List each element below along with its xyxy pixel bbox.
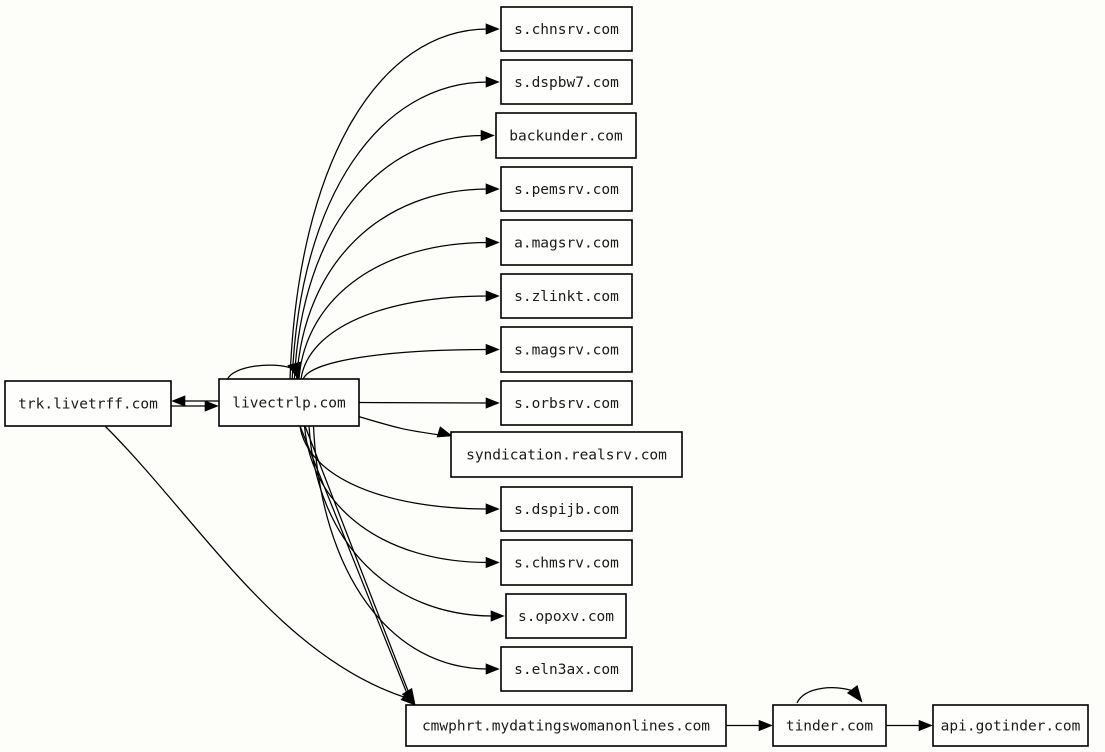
node-box[interactable] [500,380,633,426]
edge-tinder-self-loop [796,687,854,704]
node-box[interactable] [500,273,633,319]
node-box[interactable] [500,646,633,692]
graph-node[interactable]: trk.livetrff.com [4,380,172,427]
node-box[interactable] [495,112,637,159]
graph-node[interactable]: s.zlinkt.com [500,273,633,319]
edge-livectrlp-to-s.zlinkt.com [300,295,489,380]
graph-node[interactable]: tinder.com [772,704,887,747]
node-box[interactable] [500,219,633,266]
node-box[interactable] [772,704,887,747]
edge-livectrlp-to-s.pemsrv.com [295,188,489,380]
graph-node[interactable]: backunder.com [495,112,637,159]
edge-livectrlp-to-s.dspbw7.com [291,81,489,380]
edge-livectrlp-to-s.magsrv.com [302,348,489,380]
edge-arrowhead [485,236,500,249]
edge-livectrlp-to-s.orbsrv.com [358,401,489,404]
node-label: syndication.realsrv.com [466,448,667,464]
node-box[interactable] [218,378,360,427]
edge-livectrlp-to-backunder.com [293,134,484,380]
node-label: s.dspbw7.com [514,75,619,91]
node-box[interactable] [500,326,633,373]
edge-arrowhead [171,395,186,407]
graph-node[interactable]: s.orbsrv.com [500,380,633,426]
edge-trk-to-cmwphrt [104,425,411,700]
edge-arrowhead [480,129,495,142]
graph-node[interactable]: a.magsrv.com [500,219,633,266]
node-box[interactable] [450,431,683,478]
edge-arrowhead [758,719,773,732]
graph-node[interactable]: api.gotinder.com [932,704,1089,747]
edge-arrowhead [490,610,505,622]
node-label: s.zlinkt.com [514,289,619,305]
edge-arrowhead [485,556,500,569]
node-label: s.dspijb.com [514,502,619,518]
edge-arrowhead [400,691,416,706]
node-label: s.opoxv.com [518,609,614,625]
edges-layer [104,23,933,732]
node-label: s.orbsrv.com [514,396,619,412]
edge-livectrlp-to-s.eln3ax.com [312,425,489,670]
edge-livectrlp-to-cmwphrt [304,425,411,697]
node-label: livectrlp.com [232,396,346,412]
graph-node[interactable]: s.chmsrv.com [500,539,633,586]
edge-arrowhead [287,361,302,381]
graph-node[interactable]: s.dspijb.com [500,486,633,532]
graph-node[interactable]: syndication.realsrv.com [450,431,683,478]
node-label: s.chmsrv.com [514,556,619,572]
node-label: s.pemsrv.com [514,182,619,198]
node-box[interactable] [500,59,633,105]
edge-livectrlp-to-s.opoxv.com [308,425,494,617]
edge-livectrlp-to-s.chnsrv.com [289,28,489,380]
node-label: trk.livetrff.com [18,397,158,413]
node-label: a.magsrv.com [514,236,619,252]
edge-livectrlp-to-s.chmsrv.com [303,425,489,564]
graph-node[interactable]: s.magsrv.com [500,326,633,373]
graph-node[interactable]: s.pemsrv.com [500,166,633,212]
edge-arrowhead [485,23,500,35]
edge-livectrlp-to-syndication.realsrv.com [358,416,441,436]
edge-arrowhead [485,663,500,675]
graph-node[interactable]: s.opoxv.com [505,593,627,639]
graph-node[interactable]: s.chnsrv.com [500,6,633,52]
graph-node[interactable]: s.dspbw7.com [500,59,633,105]
node-label: s.magsrv.com [514,343,619,359]
node-label: cmwphrt.mydatingswomanonlines.com [422,719,710,735]
edge-arrowhead [204,400,219,412]
edge-livectrlp-to-s.dspijb.com [299,425,489,510]
node-label: s.eln3ax.com [514,662,619,678]
edge-arrowhead [436,426,453,438]
node-label: backunder.com [509,129,623,145]
edge-arrowhead [485,183,500,195]
edge-livectrlp-to-cmwphrt [299,425,409,697]
edge-arrowhead [485,397,500,409]
graph-node[interactable]: s.eln3ax.com [500,646,633,692]
graph-node[interactable]: livectrlp.com [218,378,360,427]
node-box[interactable] [500,6,633,52]
edge-arrowhead [485,343,500,356]
edge-arrowhead [485,290,500,302]
node-box[interactable] [932,704,1089,747]
node-label: tinder.com [786,719,874,735]
node-box[interactable] [505,593,627,639]
edge-livectrlp-self-loop [226,364,292,381]
node-box[interactable] [500,486,633,532]
node-box[interactable] [4,380,172,427]
edge-arrowhead [918,719,933,732]
node-label: api.gotinder.com [941,719,1081,735]
graph-node[interactable]: cmwphrt.mydatingswomanonlines.com [405,704,727,747]
node-box[interactable] [405,704,727,747]
node-box[interactable] [500,539,633,586]
edge-livectrlp-to-a.magsrv.com [298,241,489,380]
edge-arrowhead [485,76,500,88]
node-label: s.chnsrv.com [514,22,619,38]
nodes-layer: s.chnsrv.com s.dspbw7.com backunder.com s.p… [4,6,1089,747]
edge-arrowhead [846,684,863,703]
node-box[interactable] [500,166,633,212]
edge-arrowhead [485,503,500,515]
